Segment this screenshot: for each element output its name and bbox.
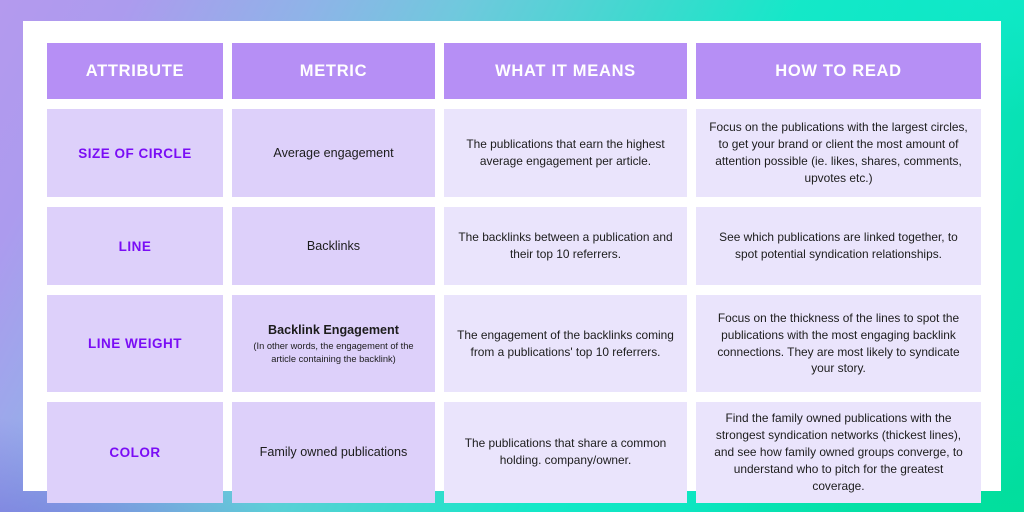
what-it-means-size-of-circle: The publications that earn the highest a…	[444, 109, 687, 197]
legend-card: ATTRIBUTE METRIC WHAT IT MEANS HOW TO RE…	[23, 21, 1001, 503]
table-row: COLOR Family owned publications The publ…	[47, 402, 981, 503]
attribute-label-line: LINE	[47, 207, 223, 285]
what-it-means-line-weight: The engagement of the backlinks coming f…	[444, 295, 687, 392]
metric-main-text: Family owned publications	[259, 444, 408, 459]
what-it-means-color: The publications that share a common hol…	[444, 402, 687, 503]
table-header-row: ATTRIBUTE METRIC WHAT IT MEANS HOW TO RE…	[47, 43, 981, 99]
table-row: SIZE OF CIRCLE Average engagement The pu…	[47, 109, 981, 197]
table-body: SIZE OF CIRCLE Average engagement The pu…	[47, 109, 981, 503]
what-it-means-line: The backlinks between a publication and …	[444, 207, 687, 285]
attribute-label-color: COLOR	[47, 402, 223, 503]
metric-main-text: Backlinks	[306, 238, 361, 253]
how-to-read-line-weight: Focus on the thickness of the lines to s…	[696, 295, 981, 392]
table-header: ATTRIBUTE METRIC WHAT IT MEANS HOW TO RE…	[47, 43, 981, 99]
attribute-legend-table: ATTRIBUTE METRIC WHAT IT MEANS HOW TO RE…	[38, 33, 990, 513]
metric-line: Backlinks	[232, 207, 435, 285]
metric-color: Family owned publications	[232, 402, 435, 503]
how-to-read-line: See which publications are linked togeth…	[696, 207, 981, 285]
column-header-how-to-read: HOW TO READ	[696, 43, 981, 99]
metric-line-weight: Backlink Engagement (In other words, the…	[232, 295, 435, 392]
column-header-what-it-means: WHAT IT MEANS	[444, 43, 687, 99]
table-row: LINE WEIGHT Backlink Engagement (In othe…	[47, 295, 981, 392]
how-to-read-size-of-circle: Focus on the publications with the large…	[696, 109, 981, 197]
column-header-metric: METRIC	[232, 43, 435, 99]
metric-main-text: Average engagement	[273, 145, 394, 160]
metric-main-text: Backlink Engagement	[268, 323, 399, 338]
attribute-label-line-weight: LINE WEIGHT	[47, 295, 223, 392]
table-row: LINE Backlinks The backlinks between a p…	[47, 207, 981, 285]
attribute-label-size-of-circle: SIZE OF CIRCLE	[47, 109, 223, 197]
metric-sub-text: (In other words, the engagement of the a…	[253, 341, 414, 364]
how-to-read-color: Find the family owned publications with …	[696, 402, 981, 503]
metric-size-of-circle: Average engagement	[232, 109, 435, 197]
column-header-attribute: ATTRIBUTE	[47, 43, 223, 99]
